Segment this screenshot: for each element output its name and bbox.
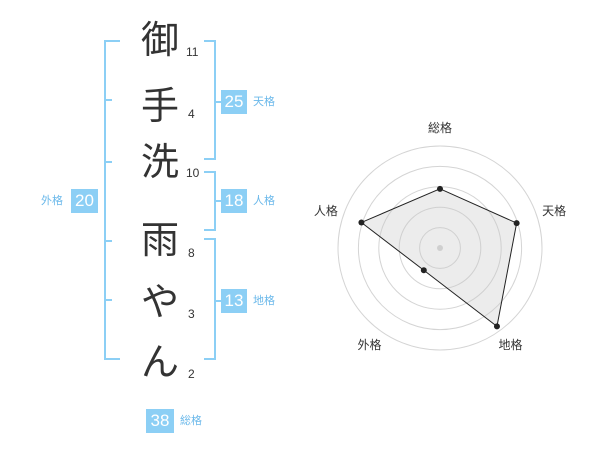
stroke-count-3: 10 (186, 166, 200, 180)
name-char-3: 洗 (140, 140, 179, 184)
radar-center (437, 245, 443, 251)
stroke-count-6: 2 (188, 367, 195, 381)
chikaku-label: 地格 (253, 294, 275, 307)
chikaku-value: 13 (221, 289, 247, 313)
tenkaku-value: 25 (221, 90, 247, 114)
radar-axis-label-3: 地格 (499, 337, 523, 352)
radar-ring (337, 145, 543, 351)
tenkaku-label: 天格 (253, 95, 275, 108)
stroke-count-5: 3 (188, 307, 195, 321)
radar-area (360, 188, 518, 328)
name-char-2: 手 (140, 84, 179, 128)
radar-ring (419, 227, 461, 269)
stroke-count-2: 4 (188, 107, 195, 121)
radar-ring (398, 206, 482, 290)
radar-axis-label-5: 人格 (314, 203, 338, 218)
radar-point-5 (358, 219, 365, 226)
jinkaku-label: 人格 (253, 194, 275, 207)
name-char-6: ん (140, 340, 179, 384)
radar-axis-label-2: 天格 (542, 203, 566, 218)
soukaku-label: 総格 (180, 414, 202, 427)
radar-axis-label-4: 外格 (357, 337, 381, 352)
jinkaku-value: 18 (221, 189, 247, 213)
soukaku-value: 38 (146, 409, 174, 433)
gaikaku-value: 20 (71, 189, 98, 213)
gaikaku-label: 外格 (41, 194, 63, 207)
radar-ring (357, 165, 523, 331)
stroke-count-1: 11 (186, 45, 199, 59)
radar-point-3 (493, 323, 500, 330)
name-char-5: や (140, 280, 179, 324)
name-char-4: 雨 (140, 218, 179, 262)
name-char-1: 御 (140, 18, 179, 62)
radar-point-2 (513, 220, 520, 227)
radar-point-4 (420, 267, 427, 274)
radar-axis-label-1: 総格 (428, 120, 452, 135)
stroke-count-4: 8 (188, 246, 195, 260)
radar-point-1 (437, 185, 443, 192)
